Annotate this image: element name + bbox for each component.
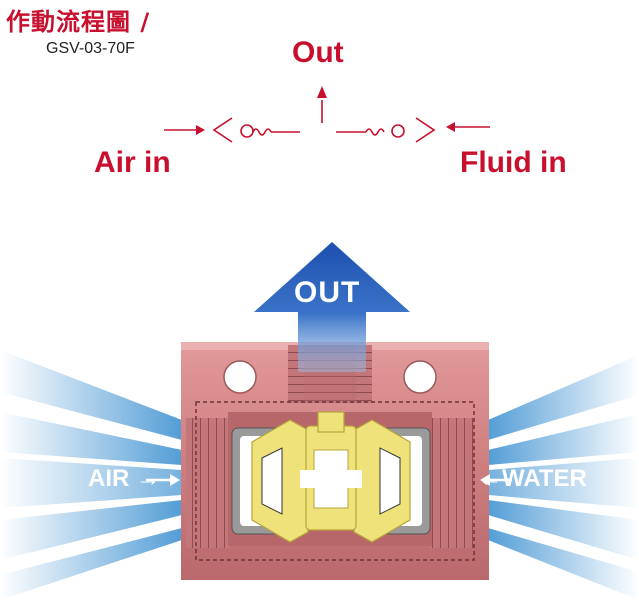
right-spring — [365, 128, 385, 136]
left-check-fitting — [231, 419, 309, 543]
air-spray — [0, 350, 182, 600]
air-in-arrowhead — [196, 125, 205, 135]
water-inlet-label: ←WATER — [478, 465, 587, 493]
water-arrow-icon — [480, 474, 512, 486]
left-spring — [252, 128, 272, 136]
air-inlet-label: AIR → — [88, 465, 160, 493]
schematic-symbol — [164, 86, 490, 143]
right-check-ball — [391, 124, 405, 138]
schematic-fluid-in-label: Fluid in — [460, 146, 567, 179]
left-mounting-hole — [223, 360, 257, 394]
water-label-text: ←WATER — [478, 465, 587, 492]
fluid-in-arrowhead — [446, 122, 455, 132]
air-label-text: AIR → — [88, 465, 160, 492]
right-mounting-hole — [403, 360, 437, 394]
water-spray — [488, 355, 639, 600]
schematic-out-label: Out — [292, 36, 344, 69]
center-tee-fitting — [300, 411, 362, 531]
model-number: GSV-03-70F — [46, 40, 135, 57]
schematic-air-in-label: Air in — [94, 146, 171, 179]
out-arrowhead — [317, 86, 327, 98]
right-chevron — [415, 117, 436, 143]
water-port-thread — [430, 418, 474, 548]
right-check-fitting — [353, 419, 431, 543]
page-title: 作動流程圖 / — [6, 8, 151, 36]
air-port-thread — [186, 418, 230, 548]
out-arrow-label: OUT — [294, 276, 361, 309]
air-arrow-icon — [146, 474, 180, 486]
left-chevron — [212, 117, 233, 143]
left-check-ball — [240, 124, 254, 138]
out-arrow — [254, 242, 410, 372]
